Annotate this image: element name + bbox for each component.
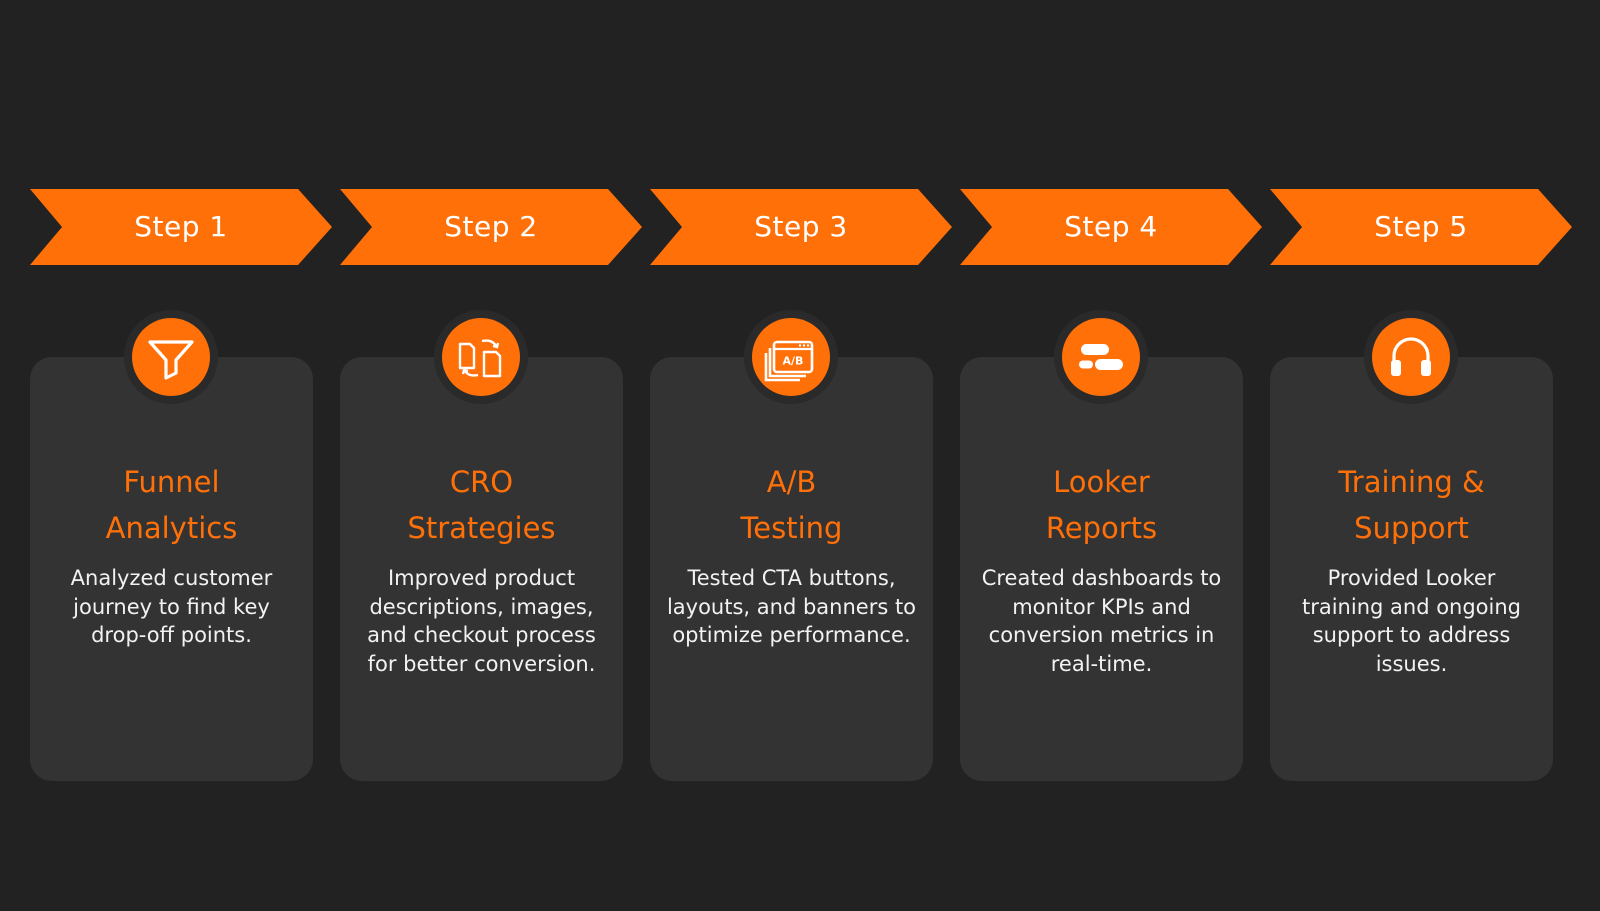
step-1-card (30, 357, 313, 781)
step-1-icon-badge (124, 310, 218, 404)
step-1-label: Step 1 (134, 210, 228, 243)
step-5-card (1270, 357, 1553, 781)
chevron-arrow-shape (340, 189, 642, 265)
step-5-title-line1: Training & (1338, 465, 1485, 499)
step-3-title-line2: Testing (740, 511, 843, 545)
step-1-chevron: Step 1 (30, 189, 332, 265)
step-5-icon-badge (1364, 310, 1458, 404)
step-5-label: Step 5 (1374, 210, 1468, 243)
step-1-title-line2: Analytics (105, 511, 238, 545)
headphones-icon (1372, 318, 1450, 396)
step-5-title-line2: Support (1354, 511, 1469, 545)
step-5-description: Provided Looker training and ongoing sup… (1301, 566, 1522, 676)
ab-test-icon: A/B (752, 318, 830, 396)
step-5-chevron: Step 5 (1270, 189, 1572, 265)
step-4: Step 4 Looker Reports Created dashboards… (960, 0, 1270, 911)
step-1-title: Funnel Analytics (38, 459, 305, 551)
step-3-title-line1: A/B (766, 465, 817, 499)
looker-logo-icon (1062, 318, 1140, 396)
step-5: Step 5 Training & Support Provided Looke… (1270, 0, 1580, 911)
step-2: Step 2 CRO Strategies Improved product d… (340, 0, 650, 911)
step-4-title: Looker Reports (968, 459, 1235, 551)
chevron-arrow-shape (650, 189, 952, 265)
swap-documents-icon (442, 318, 520, 396)
chevron-arrow-shape (960, 189, 1262, 265)
step-4-title-line2: Reports (1045, 511, 1158, 545)
step-4-title-line1: Looker (1053, 465, 1150, 499)
step-3-icon-badge: A/B (744, 310, 838, 404)
step-2-label: Step 2 (444, 210, 538, 243)
step-4-label: Step 4 (1064, 210, 1158, 243)
step-3-chevron: Step 3 (650, 189, 952, 265)
step-5-title: Training & Support (1278, 459, 1545, 551)
step-1: Step 1 Funnel Analytics Analyzed custome… (30, 0, 340, 911)
chevron-arrow-shape (30, 189, 332, 265)
step-2-description: Improved product descriptions, images, a… (367, 566, 596, 676)
step-4-chevron: Step 4 (960, 189, 1262, 265)
step-3-title: A/B Testing (658, 459, 925, 551)
chevron-arrow-shape (1270, 189, 1572, 265)
step-2-icon-badge (434, 310, 528, 404)
funnel-icon (132, 318, 210, 396)
step-4-description: Created dashboards to monitor KPIs and c… (981, 566, 1222, 676)
step-3-label: Step 3 (754, 210, 848, 243)
ab-icon-text: A/B (783, 355, 804, 368)
step-2-title-line1: CRO (449, 465, 514, 499)
step-3-description: Tested CTA buttons, layouts, and banners… (666, 566, 917, 647)
step-1-description: Analyzed customer journey to find key dr… (70, 566, 273, 647)
step-2-title-line2: Strategies (407, 511, 556, 545)
step-2-card (340, 357, 623, 781)
step-3: Step 3 A/B A/B Testing Tested CTA button… (650, 0, 960, 911)
step-2-chevron: Step 2 (340, 189, 642, 265)
step-4-card (960, 357, 1243, 781)
step-2-title: CRO Strategies (348, 459, 615, 551)
step-3-card (650, 357, 933, 781)
step-4-icon-badge (1054, 310, 1148, 404)
step-1-title-line1: Funnel (123, 465, 220, 499)
